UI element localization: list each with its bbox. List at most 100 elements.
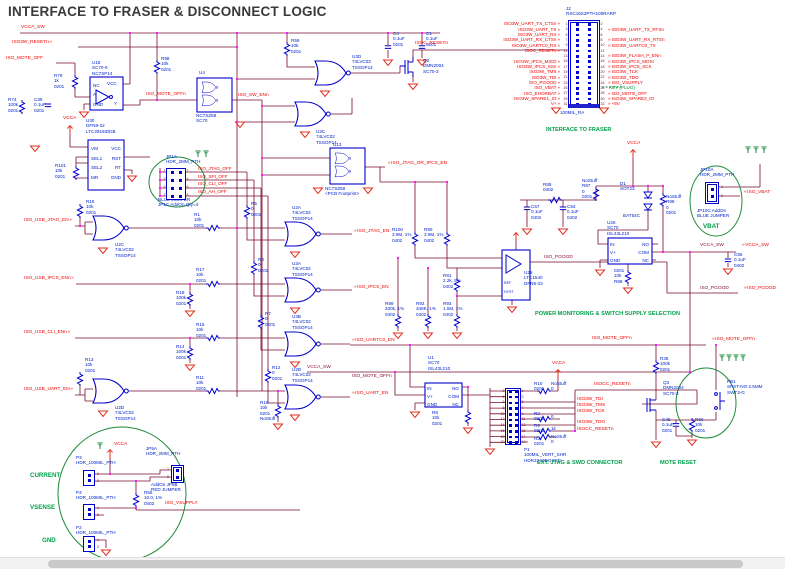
j2-pad (588, 49, 591, 53)
caption-mote: MOTE RESET (660, 460, 697, 466)
mosfet-q2[interactable] (400, 57, 414, 77)
fraser-connector-j2[interactable]: ISO3W_UART_TX_CTSn 1 2 ISO3W_UART_TX 3 4… (503, 20, 665, 108)
u18-left-pins: NC A GND (93, 83, 104, 107)
u29-hyst-pin: HYST (504, 290, 514, 294)
j2-left-net: ISO3W_TMS (529, 69, 560, 74)
net-iso-pgood-dark2: ISO_PGOOD (700, 286, 729, 291)
part-u18: U18 SC70-5 NC7SP14 (92, 60, 113, 76)
j2-right-pin: 2 (600, 22, 603, 26)
part-r7: R7 0 0201 (265, 311, 276, 327)
p1-pad (515, 412, 518, 416)
part-r60: R60 10k 0201 (695, 417, 706, 433)
net-iso-sw-enn: ISO_SW_ENn (238, 93, 269, 98)
p1-pad (515, 401, 518, 405)
part-u3d: U3D 74LVC02 TSSOP14 (352, 54, 373, 70)
horizontal-scrollbar-track[interactable] (0, 557, 785, 569)
j2-pad (588, 70, 591, 74)
p1-left-pin: 6 (502, 400, 505, 405)
p1-pad (509, 401, 512, 405)
part-r14: R14 100k 0201 (176, 344, 187, 360)
diode-d1[interactable] (643, 191, 653, 211)
header-p2[interactable]: 1 2 (83, 536, 99, 552)
net-iso3w-tck: ISO3W_TCK (577, 409, 605, 414)
jp1a-pad (171, 195, 174, 199)
j2-left-pin: 31 (563, 101, 568, 106)
part-r1: R1 10k 0201 (194, 212, 205, 228)
part-r55: R55 10.0, 1% 0402 (144, 490, 163, 506)
net-isocc-resetn-row: ISOCC_RESETn (577, 427, 614, 432)
net-iso-mote-offn-out: ISO_MOTE_OFFn (712, 337, 755, 342)
jp1a-right-pin: 8 (186, 193, 189, 197)
jumper-jp10a[interactable]: 1 2 (705, 182, 723, 204)
j2-right-pin: 20 (600, 69, 605, 74)
part-u3a: U3A 74LVC02 TSSOP14 (292, 261, 313, 277)
mosfet-q3[interactable] (646, 398, 656, 412)
jumper-jp5a[interactable]: 1 2 (167, 465, 184, 483)
net-vcca-pwr: VCCA (627, 141, 641, 146)
j2-pad (576, 65, 579, 69)
jp1a-pad (178, 187, 182, 191)
part-r15: R15 10k 0201 (86, 199, 97, 215)
p1-pad (509, 441, 512, 444)
j2-right-pin: 24 (600, 80, 605, 85)
pushbutton-pb1[interactable] (714, 392, 725, 410)
p1-pad (515, 441, 518, 444)
jumper-jp1a[interactable]: 1 2 3 4 5 6 7 8 (163, 168, 189, 200)
net-iso-pgood-dark: ISO_PGOOD (544, 255, 573, 260)
gate-u2c (92, 215, 129, 241)
part-u2c: U2C 74LVC02 TSSOP14 (115, 242, 136, 258)
part-d1v: BAT54C (623, 213, 641, 218)
header-p4[interactable]: 1 2 (83, 504, 99, 520)
j2-pad (588, 28, 591, 32)
j2-right-pin: 6 (600, 32, 603, 37)
part-r4: R4 0 0201 (258, 257, 269, 273)
page-title: INTERFACE TO FRASER & DISCONNECT LOGIC (8, 4, 327, 19)
p1-pad (515, 424, 518, 427)
net-iso-pgood-out: ISO_PGOOD (744, 286, 776, 291)
j2-right-pin: 28 (600, 91, 605, 96)
j2-right-pin: 30 (600, 96, 605, 101)
gate-u3b (284, 331, 321, 357)
ic-inner-glyphs (95, 81, 522, 274)
capacitor-symbols[interactable] (44, 45, 732, 427)
jp1a-left-pin: 7 (163, 193, 166, 197)
j2-pad (576, 60, 579, 64)
j2-right-net: +5V (608, 101, 620, 106)
part-r92: R92 348K, 1% 0402 (416, 301, 436, 317)
part-u2d: U2D 74LVC02 TSSOP14 (115, 405, 136, 421)
p1-pad (509, 430, 512, 433)
j2-right-pin: 26 (600, 85, 605, 90)
part-r10v: NoStuff 0 (551, 381, 567, 392)
horizontal-scrollbar-thumb[interactable] (48, 560, 743, 568)
p1-pad (509, 412, 512, 416)
u18-vcc-pin: VCC (107, 81, 117, 86)
j2-right-net: ISO3W_UART_RX_RTSn (608, 37, 665, 42)
p1-pad (515, 430, 518, 433)
header-p3[interactable]: 1 2 (83, 470, 99, 486)
net-iso-vsupply: ISO_VSUPPLY (165, 501, 198, 506)
j2-pad (588, 76, 591, 80)
part-p1: P1 100MIL_VERT_SHR HDR2X10BOXED (524, 447, 567, 463)
gate-u3c (294, 101, 331, 127)
p1-pad (515, 435, 518, 439)
u1-right-pins: NO COM NC (448, 386, 459, 407)
p1-pad (509, 435, 512, 439)
jtag-connector-p1[interactable]: 2 1 4 3 6 5 8 7 (501, 388, 526, 445)
nor-gates[interactable] (92, 60, 351, 410)
caption-vbat: VBAT (703, 223, 720, 230)
net-iso-jtag-en: ISO_JTAG_EN (354, 229, 389, 234)
j2-left-net: ISO_PGOOD (529, 80, 560, 85)
net-iso-ipcs-en: ISO_IPCS_EN (354, 285, 388, 290)
net-vcca-p1: VCCA (552, 361, 566, 366)
caption-jtag: EXT. JTAG & SWD CONNECTOR (537, 460, 623, 466)
net-iso-jtag-or-ipcs-en: ISO_JTAG_OR_IPCS_EN (388, 161, 447, 166)
gate-u3d (314, 60, 351, 86)
j2-left-pin: 1 (565, 22, 568, 26)
resistor-symbols[interactable] (18, 41, 696, 508)
p1-pad (509, 418, 512, 422)
jp1a-right-pin: 6 (186, 185, 189, 189)
part-r100: R100 3.9M, 1% 0402 (392, 227, 412, 243)
gate-u2d (92, 378, 129, 404)
p1-pad (509, 390, 512, 393)
